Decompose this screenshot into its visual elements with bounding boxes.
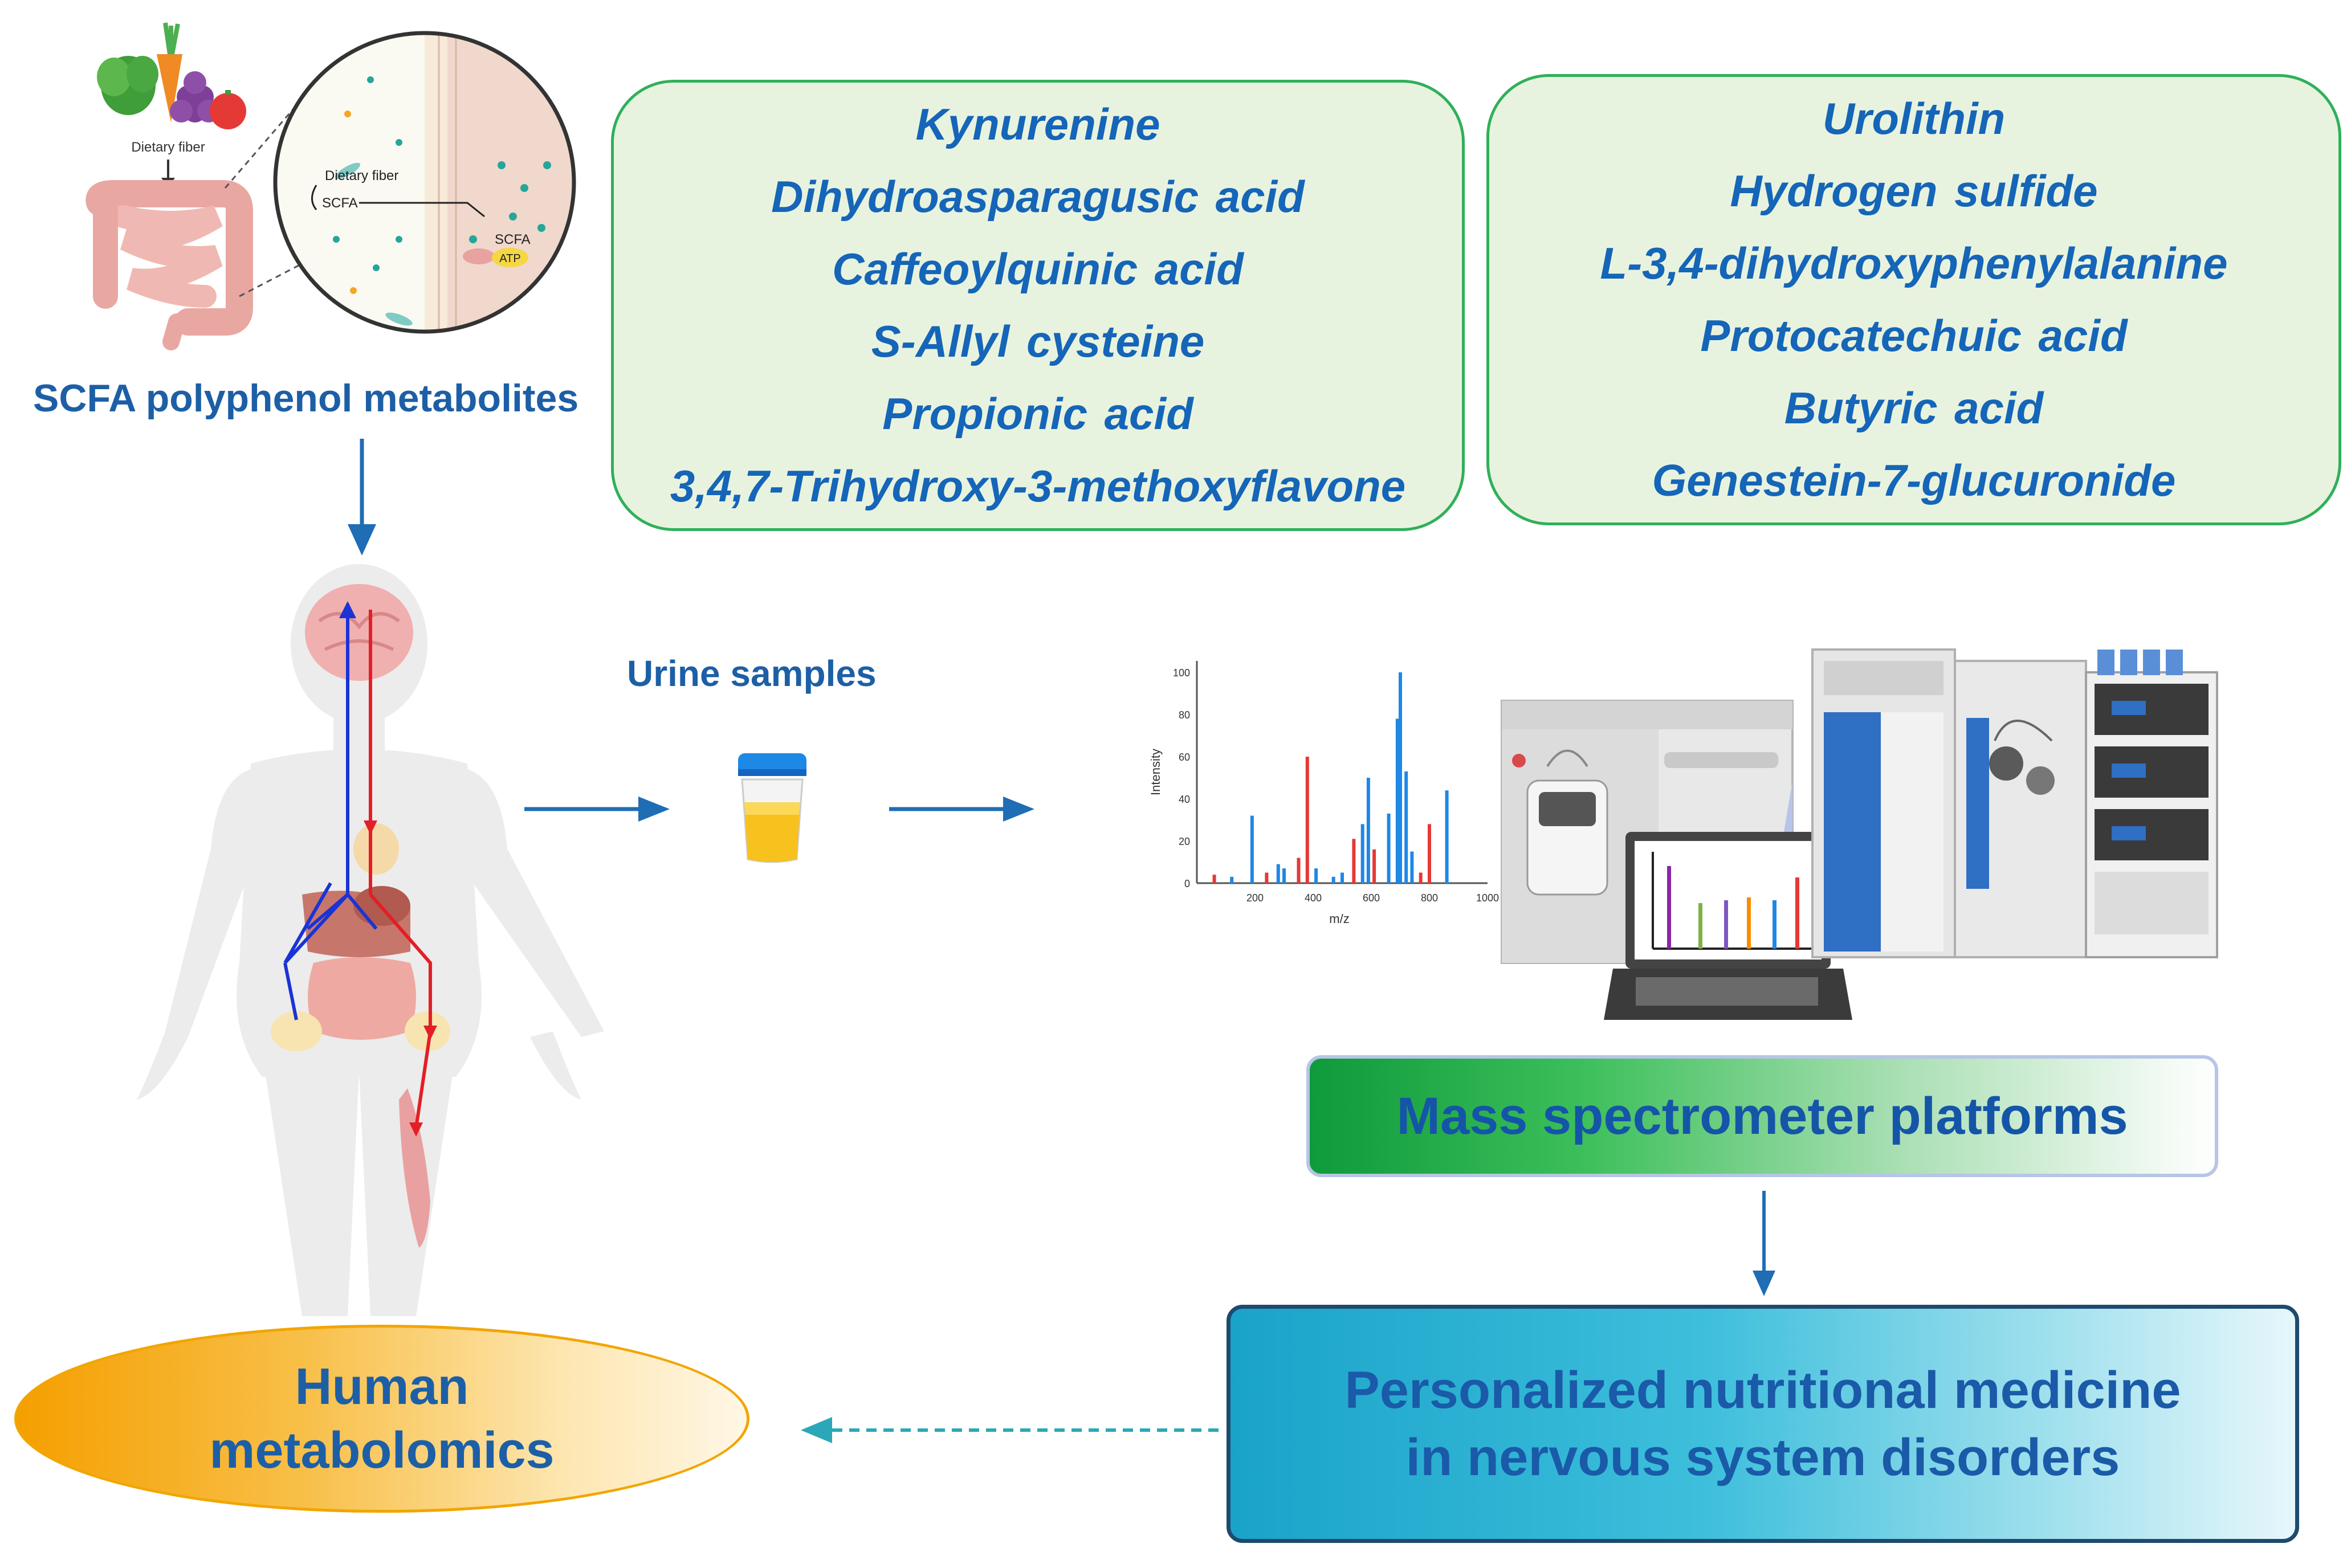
spectrum-x-tick: 400 <box>1305 892 1322 904</box>
spectrum-peak <box>1314 868 1318 883</box>
metabolites-box-1: Kynurenine Dihydroasparagusic acid Caffe… <box>611 80 1465 531</box>
personalized-box: Personalized nutritional medicine in ner… <box>1227 1305 2299 1543</box>
spectrum-ylabel: Intensity <box>1148 749 1163 795</box>
spectrum-y-tick: 80 <box>1179 709 1190 721</box>
spectrum-peak <box>1212 875 1216 883</box>
atp-label: ATP <box>499 252 520 265</box>
adipose-left-icon <box>271 1011 322 1051</box>
down-arrow-2 <box>1753 1191 1775 1296</box>
spectrum-peak <box>1404 771 1408 883</box>
pancreas-icon <box>353 823 399 875</box>
zoom-scfa-label: SCFA <box>322 195 358 211</box>
down-arrow-1 <box>348 439 376 556</box>
laptop-icon <box>1604 832 1852 1020</box>
dashed-arrow <box>801 1417 1223 1443</box>
metabolite-item: 3,4,7-Trihydroxy-3-methoxyflavone <box>670 461 1406 511</box>
spectrum-xlabel: m/z <box>1329 912 1349 926</box>
spectrum-x-tick: 600 <box>1363 892 1380 904</box>
human-metabolomics-line-2: metabolomics <box>209 1422 555 1479</box>
vegetables-icon <box>97 22 246 129</box>
spectrum-peak <box>1276 864 1280 883</box>
spectrum-peak <box>1250 815 1254 883</box>
spectrum-peak <box>1331 876 1335 883</box>
spectrum-peak <box>1395 718 1399 883</box>
orbitrap-icon <box>1811 648 2087 958</box>
hplc-stack-icon <box>2085 650 2218 958</box>
zoom-scfa2-label: SCFA <box>495 232 531 247</box>
metabolite-item: Caffeoylquinic acid <box>832 244 1244 294</box>
instruments-illustration <box>1501 648 2218 1020</box>
scfa-title: SCFA polyphenol metabolites <box>33 377 579 420</box>
metabolite-item: Urolithin <box>1822 93 2006 144</box>
brain-icon <box>305 584 413 681</box>
metabolite-item: Dihydroasparagusic acid <box>771 172 1305 222</box>
metabolite-item: Kynurenine <box>915 99 1160 149</box>
spectrum-y-tick: 0 <box>1184 878 1190 889</box>
zoom-circle <box>273 31 576 334</box>
metabolites-box-2: Urolithin Hydrogen sulfide L-3,4-dihydro… <box>1486 74 2341 525</box>
platform-label: Mass spectrometer platforms <box>1396 1087 2128 1145</box>
human-metabolomics-ellipse: Human metabolomics <box>14 1325 749 1513</box>
spectrum-x-tick: 1000 <box>1476 892 1499 904</box>
muscle-icon <box>399 1088 430 1248</box>
platform-box: Mass spectrometer platforms <box>1306 1055 2218 1177</box>
spectrum-y-tick: 100 <box>1173 667 1190 679</box>
spectrum-x-tick: 200 <box>1246 892 1264 904</box>
spectrum-y-tick: 20 <box>1179 836 1190 847</box>
spectrum-peak <box>1445 790 1449 883</box>
spectrum-peak <box>1305 757 1309 883</box>
spectrum-y-tick: 60 <box>1179 752 1190 763</box>
metabolite-item: Hydrogen sulfide <box>1730 166 2098 216</box>
human-metabolomics-line-1: Human <box>295 1358 469 1415</box>
metabolite-item: Butyric acid <box>1784 383 2044 433</box>
spectrum-peak <box>1419 872 1423 883</box>
spectrum-peak <box>1352 839 1356 883</box>
spectrum-peak <box>1297 858 1301 883</box>
personalized-line-1: Personalized nutritional medicine <box>1344 1361 2181 1419</box>
spectrum-peak <box>1372 849 1376 883</box>
dietary-fiber-label: Dietary fiber <box>131 140 205 155</box>
spectrum-peak <box>1387 813 1391 883</box>
spectrum-peak <box>1265 872 1269 883</box>
personalized-line-2: in nervous system disorders <box>1405 1428 2120 1487</box>
spectrum-peak <box>1230 876 1234 883</box>
intestine-body-icon <box>308 957 416 1040</box>
metabolite-item: L-3,4-dihydroxyphenylalanine <box>1600 238 2228 288</box>
spectrum-peak <box>1399 672 1402 883</box>
arrow-body-to-urine <box>524 797 670 822</box>
spectrum-peak <box>1410 851 1414 883</box>
metabolite-item: Protocatechuic acid <box>1700 311 2128 361</box>
arrow-urine-to-ms <box>889 797 1034 822</box>
zoom-dietary-fiber-label: Dietary fiber <box>325 168 398 183</box>
spectrum-peak <box>1366 778 1370 883</box>
urine-cup-icon <box>738 753 806 863</box>
intestine-icon <box>85 180 253 350</box>
spectrum-peak <box>1282 868 1286 883</box>
metabolite-item: S-Allyl cysteine <box>871 316 1205 366</box>
spectrum-peak <box>1340 872 1344 883</box>
metabolite-item: Propionic acid <box>882 389 1193 439</box>
gut-illustration: Dietary fiber Dietary fiber <box>85 22 576 350</box>
human-body-illustration <box>137 564 604 1316</box>
spectrum-peak <box>1428 824 1431 883</box>
spectrum-y-tick: 40 <box>1179 794 1190 805</box>
urine-label: Urine samples <box>627 653 877 694</box>
spectrum-peak <box>1360 824 1364 883</box>
metabolite-item: Genestein-7-glucuronide <box>1652 455 2176 505</box>
spectrum-x-tick: 800 <box>1421 892 1438 904</box>
